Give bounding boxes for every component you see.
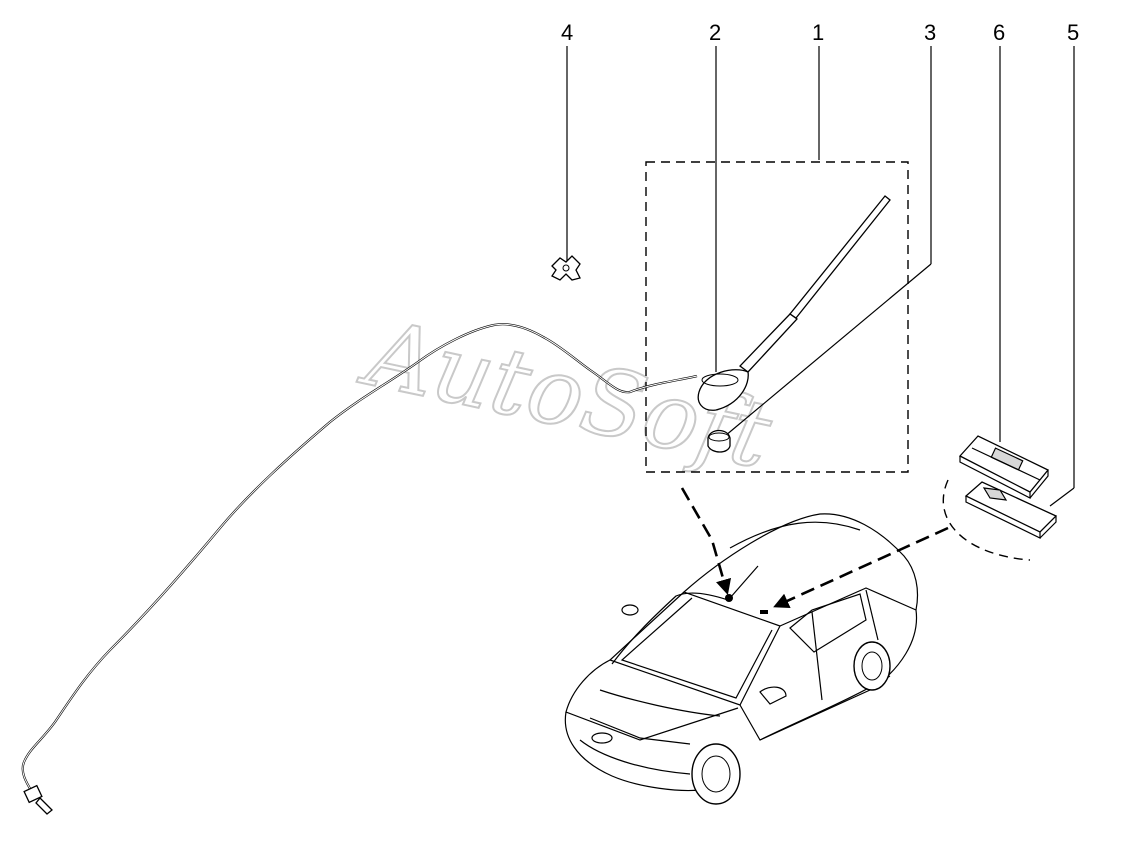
callout-4: 4 — [561, 20, 573, 45]
part-5 — [964, 481, 1058, 539]
antenna-part-2 — [697, 195, 891, 411]
leader-lines — [566, 46, 1075, 507]
antenna-cable — [21, 323, 698, 815]
callout-2: 2 — [709, 20, 721, 45]
callout-5: 5 — [1067, 20, 1079, 45]
car-illustration — [564, 513, 919, 805]
callout-3: 3 — [924, 20, 936, 45]
callout-1: 1 — [812, 20, 824, 45]
seal-part-3 — [707, 429, 731, 453]
callout-6: 6 — [993, 20, 1005, 45]
clip-part-4 — [551, 255, 581, 281]
part-6 — [958, 435, 1050, 499]
location-arrows — [680, 487, 949, 608]
